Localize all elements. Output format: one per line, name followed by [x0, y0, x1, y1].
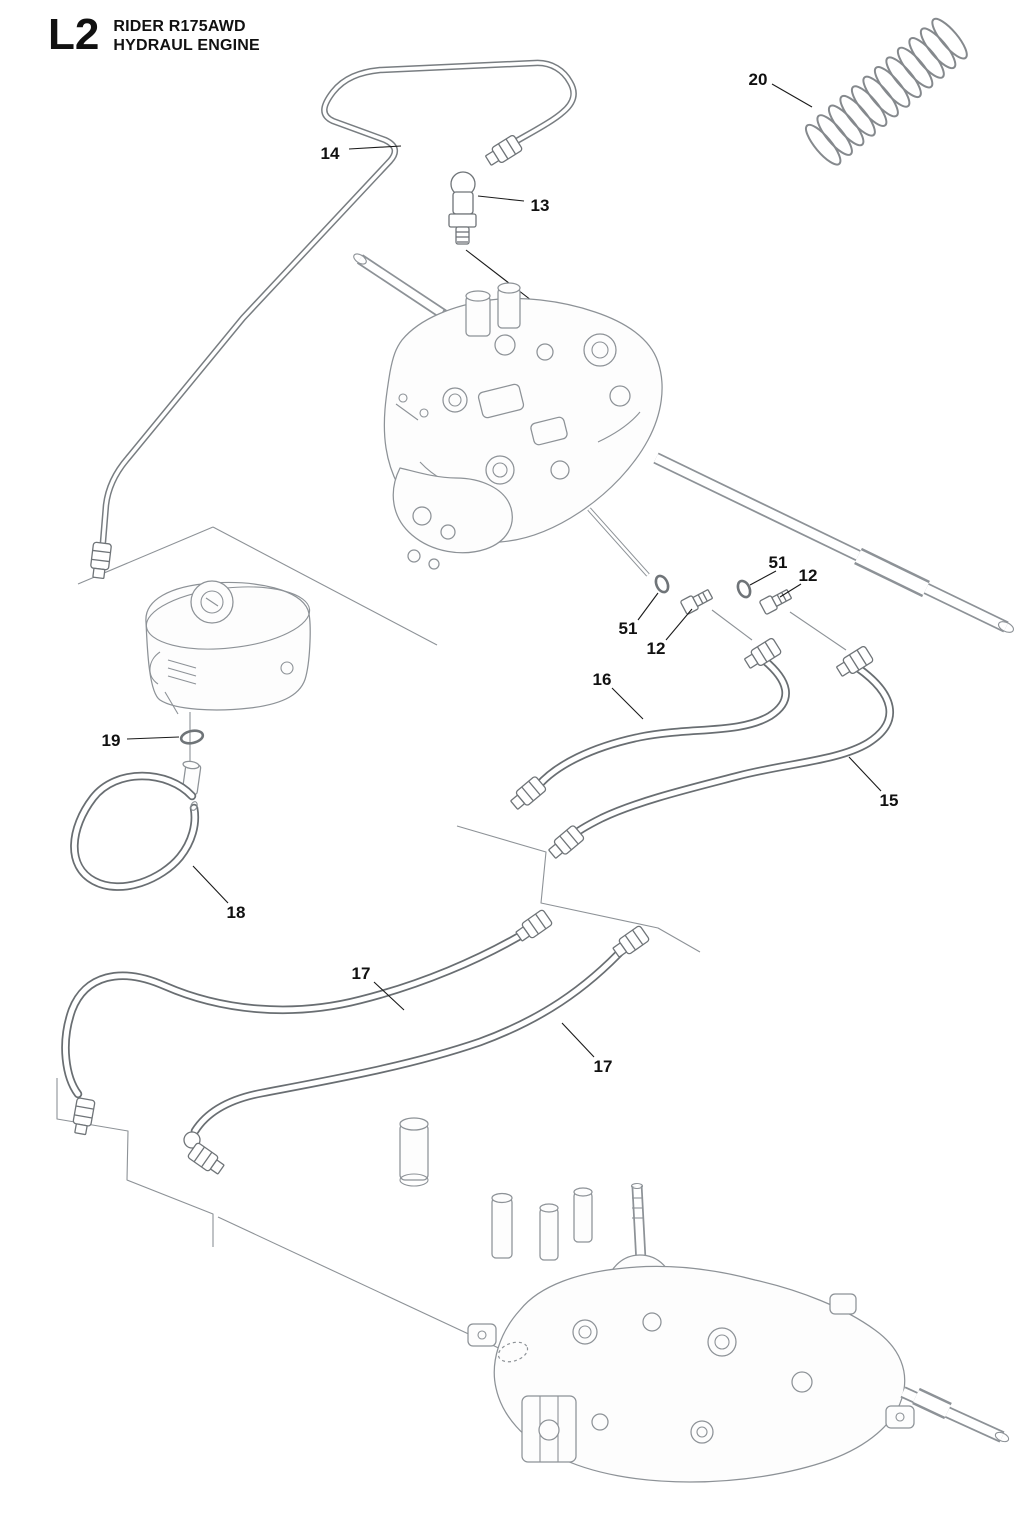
- diagram-subtitle: HYDRAUL ENGINE: [113, 36, 260, 54]
- spring-20: [804, 17, 968, 166]
- pipe-14-bottom-nut: [88, 541, 113, 580]
- leader-13: [477, 195, 525, 202]
- callout-20: 20: [749, 70, 768, 89]
- leader-18: [192, 865, 229, 904]
- port-lines-and-fittings: [587, 507, 847, 651]
- callout-13: 13: [531, 196, 550, 215]
- diagram-titles: RIDER R175AWD HYDRAUL ENGINE: [113, 16, 260, 56]
- o-ring-51-left: [654, 574, 670, 594]
- callout-labels: 14 13 20 51 12 51 12 16 15 19 18 17 17: [102, 70, 899, 1076]
- fitting-12-left: [679, 586, 715, 616]
- callout-19: 19: [102, 731, 121, 750]
- leader-14: [348, 145, 402, 150]
- leader-17-front: [373, 981, 405, 1011]
- fitting-12-right: [758, 586, 794, 616]
- leader-15: [848, 756, 882, 792]
- section-code: L2: [48, 10, 100, 59]
- o-ring-51-right: [736, 579, 752, 599]
- leader-17-rear: [561, 1022, 595, 1058]
- leader-20: [771, 83, 813, 108]
- callout-17-front: 17: [352, 964, 371, 983]
- hose-17-rear: [183, 924, 651, 1178]
- callout-51-left: 51: [619, 619, 638, 638]
- leader-12-right: [779, 583, 802, 598]
- callout-12-left: 12: [647, 639, 666, 658]
- leader-12-left: [665, 608, 693, 641]
- callout-15: 15: [880, 791, 899, 810]
- callout-51-right: 51: [769, 553, 788, 572]
- callout-leaders: [126, 83, 882, 1058]
- callout-16: 16: [593, 670, 612, 689]
- hose-17-front: [61, 908, 554, 1136]
- upper-transaxle: [353, 253, 1015, 633]
- leader-51-left: [637, 592, 659, 621]
- model-title: RIDER R175AWD: [113, 18, 246, 35]
- lower-transaxle: [399, 1117, 1010, 1483]
- hose-17-front-end-nut: [70, 1096, 96, 1136]
- callout-12-right: 12: [799, 566, 818, 585]
- hose-16: [507, 636, 790, 813]
- diagram-header: L2 RIDER R175AWD HYDRAUL ENGINE: [48, 10, 260, 59]
- leader-19: [126, 736, 180, 740]
- hose-15: [545, 644, 894, 862]
- pipe-14: [88, 59, 577, 580]
- callout-14: 14: [321, 144, 340, 163]
- callout-18: 18: [227, 903, 246, 922]
- leader-16: [611, 687, 644, 720]
- o-ring-19: [179, 729, 205, 745]
- callout-17-rear: 17: [594, 1057, 613, 1076]
- chassis-reference-lines: [56, 526, 701, 1352]
- elbow-fitting-13: [448, 171, 477, 245]
- expansion-tank: [145, 580, 311, 715]
- hose-18: [70, 760, 202, 891]
- elbow-13-assembly-line: [465, 249, 541, 308]
- leader-51-right: [749, 570, 777, 586]
- pipe-14-top-nut: [482, 133, 524, 169]
